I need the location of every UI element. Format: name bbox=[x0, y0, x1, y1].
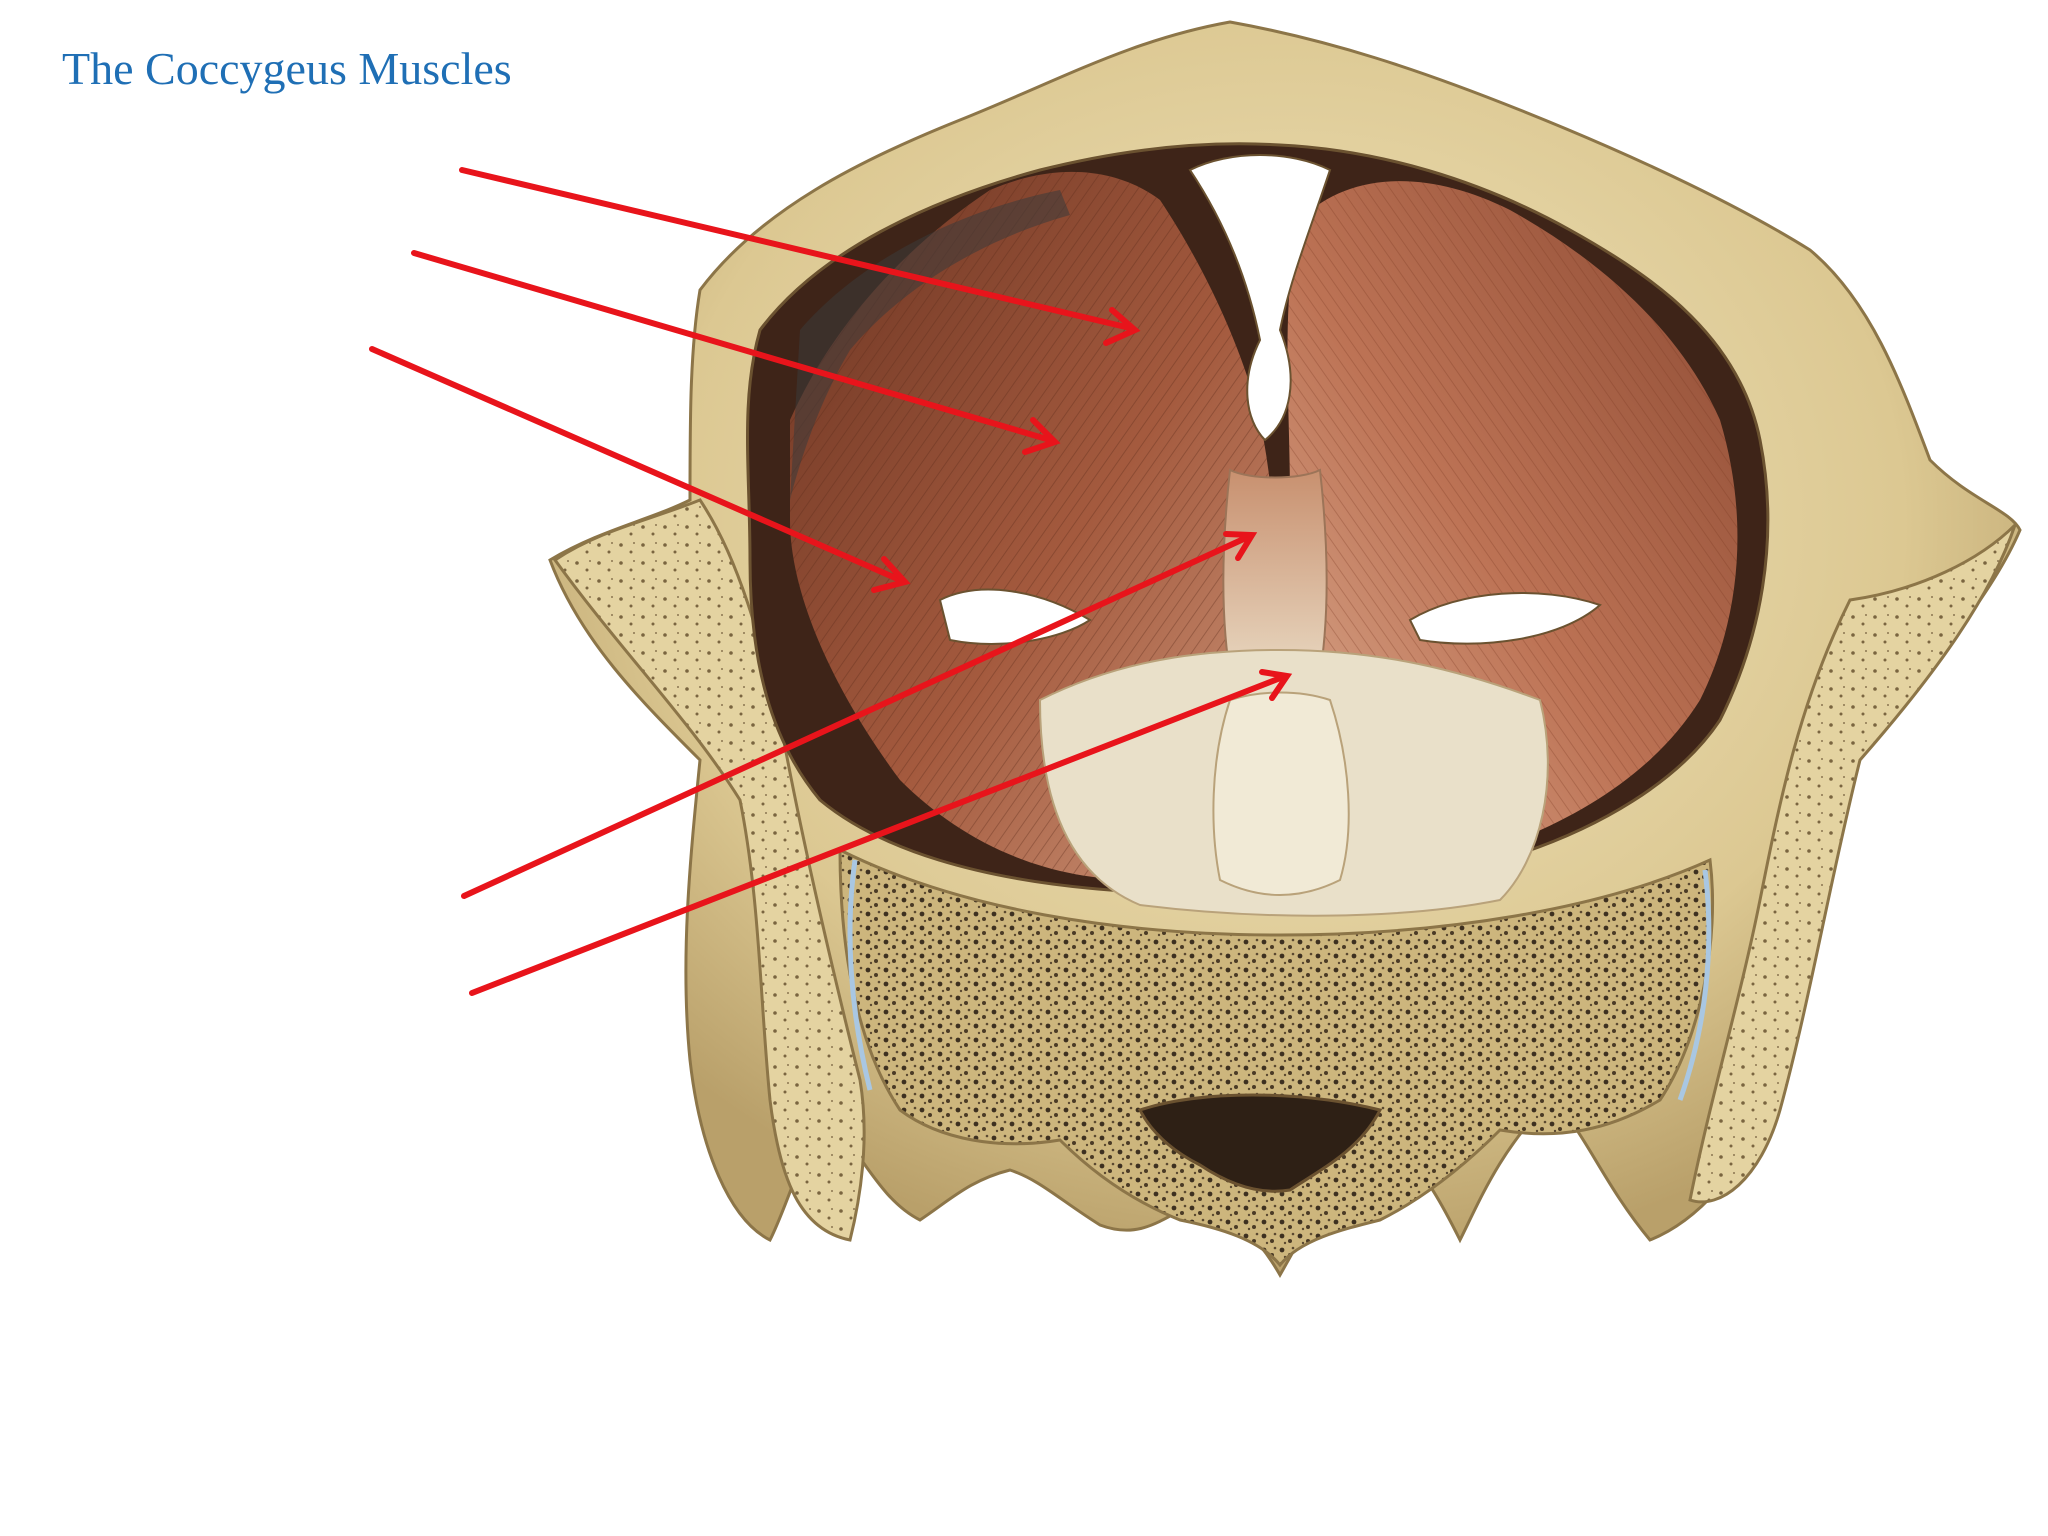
pointer-arrow-1 bbox=[459, 167, 1141, 346]
pointer-arrow-5 bbox=[469, 669, 1293, 996]
pointer-arrow-3 bbox=[369, 346, 911, 593]
pointer-arrow-2 bbox=[411, 250, 1061, 455]
right-bone-section bbox=[1688, 523, 2017, 1204]
pointer-arrows bbox=[369, 167, 1293, 996]
sacral-canal bbox=[1137, 1093, 1383, 1193]
left-gap bbox=[938, 588, 1092, 645]
urogenital-hiatus bbox=[1188, 154, 1332, 442]
slide-title: The Coccygeus Muscles bbox=[62, 43, 512, 94]
right-gap bbox=[1408, 592, 1602, 645]
left-tendinous-arch bbox=[790, 190, 1070, 500]
pointer-arrow-4 bbox=[461, 531, 1258, 899]
sacrum-section bbox=[838, 847, 1715, 1268]
left-bone-section bbox=[552, 498, 866, 1242]
